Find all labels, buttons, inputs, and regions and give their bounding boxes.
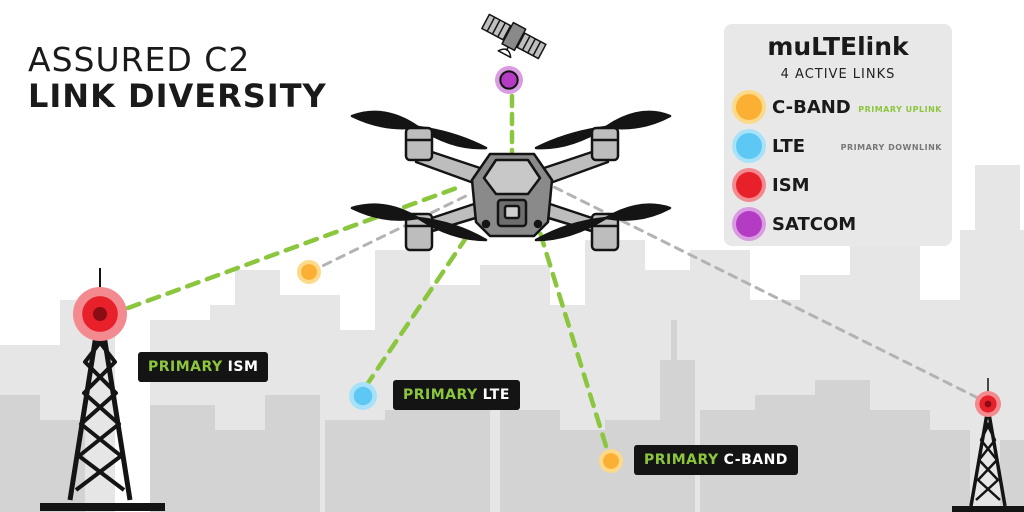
tag-primary-ism-prefix: PRIMARY — [148, 359, 223, 375]
tag-primary-ism-band: ISM — [227, 359, 259, 375]
lte-node-core — [353, 386, 373, 406]
tag-primary-lte-band: LTE — [482, 387, 510, 403]
ism-tower-left — [40, 268, 165, 511]
legend-panel: muLTElink 4 ACTIVE LINKS C-BAND PRIMARY … — [724, 24, 952, 246]
tag-primary-c-band-band: C-BAND — [723, 452, 788, 468]
link-lines — [125, 93, 980, 449]
legend-dot-satcom — [736, 211, 762, 237]
tag-primary-c-band: PRIMARY C-BAND — [634, 445, 798, 475]
satellite — [481, 13, 547, 60]
legend-label-ism: ISM — [772, 175, 810, 196]
legend-count: 4 ACTIVE LINKS — [780, 67, 896, 82]
tag-primary-lte-prefix: PRIMARY — [403, 387, 478, 403]
ism-emitter-left — [73, 287, 127, 341]
legend-note-lte: PRIMARY DOWNLINK — [840, 143, 942, 152]
c-band-relay-node — [297, 260, 321, 284]
ism-tower-right — [952, 378, 1024, 512]
link-c-band — [535, 223, 609, 449]
ism-emitter-right — [975, 391, 1001, 417]
satcom-node-outline — [499, 70, 519, 90]
c-band-node — [599, 449, 623, 473]
title-line-1: ASSURED C2 — [28, 40, 251, 79]
legend-label-satcom: SATCOM — [772, 214, 857, 235]
link-ism-right — [550, 184, 980, 400]
drone — [350, 110, 672, 252]
tag-primary-ism: PRIMARY ISM — [138, 352, 269, 382]
legend-dot-ism — [736, 172, 762, 198]
title-line-2: LINK DIVERSITY — [28, 77, 327, 115]
legend-dot-lte — [736, 133, 762, 159]
legend-note-c-band: PRIMARY UPLINK — [858, 105, 942, 114]
legend-label-c-band: C-BAND — [772, 97, 851, 118]
link-ism-left — [125, 183, 465, 311]
city-skyline-front — [0, 320, 1024, 512]
legend-brand: muLTElink — [767, 32, 909, 61]
legend-label-lte: LTE — [772, 136, 806, 157]
c-band-relay-node-core — [301, 264, 317, 280]
lte-node — [349, 382, 377, 410]
satcom-node — [495, 66, 523, 94]
c-band-node-core — [603, 453, 619, 469]
legend-dot-c-band — [736, 94, 762, 120]
ism-emitter-right-center — [984, 400, 992, 408]
ism-emitter-left-center — [92, 306, 108, 322]
tag-primary-lte: PRIMARY LTE — [393, 380, 520, 410]
tag-primary-c-band-prefix: PRIMARY — [644, 452, 719, 468]
link-lte — [363, 229, 473, 389]
link-nodes — [73, 66, 1001, 473]
link-c-band-relay — [308, 192, 472, 274]
